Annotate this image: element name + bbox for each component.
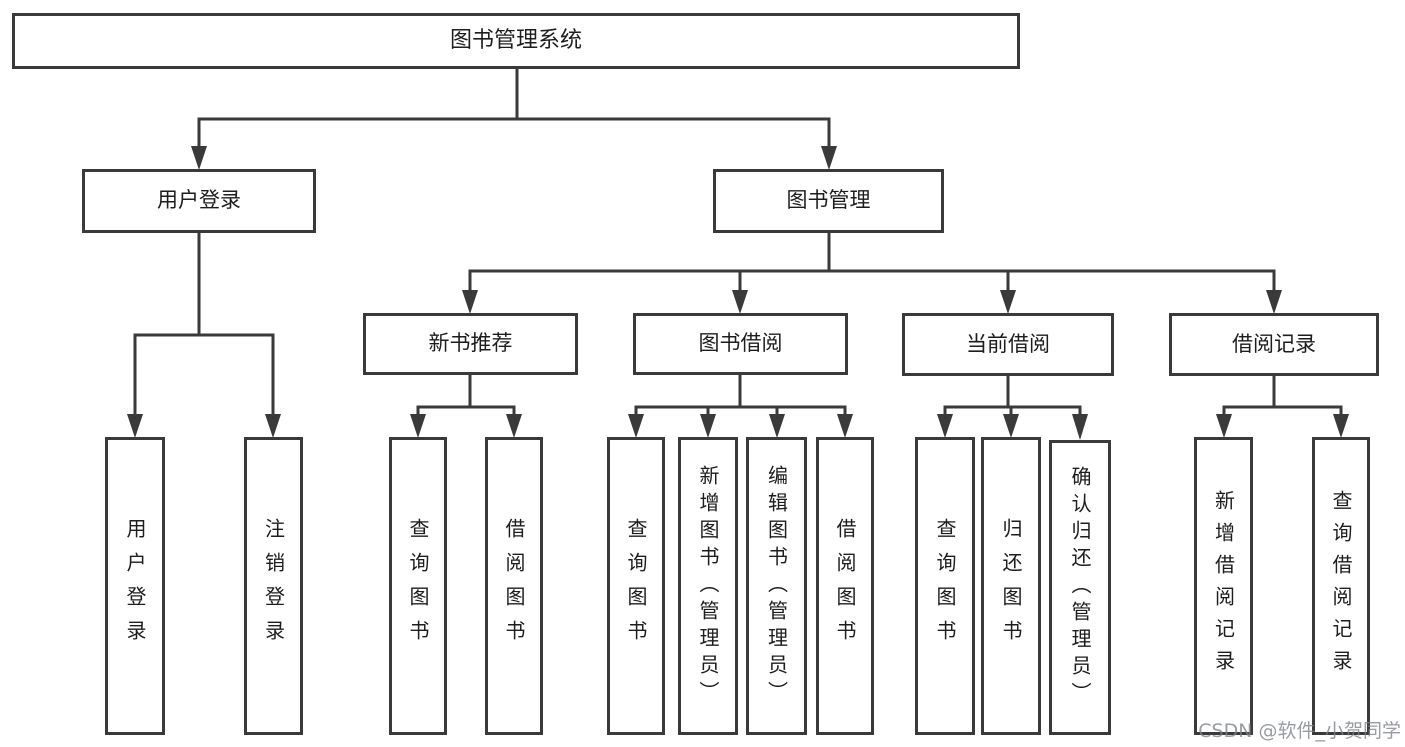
leaf-add-borrow-record: 新增借阅记录: [1194, 437, 1253, 735]
leaf-query-books-recommend: 查询图书: [389, 437, 447, 735]
arrowhead: [1216, 414, 1232, 438]
connector-current-borrowing-to-leaves: [937, 376, 1088, 440]
node-label: 图书借阅: [698, 331, 783, 356]
node-label: 图书管理: [786, 188, 871, 213]
arrowhead: [127, 414, 143, 438]
arrowhead: [191, 146, 207, 170]
node-library-management-system: 图书管理系统: [12, 13, 1020, 69]
leaf-add-books-admin: 新增图书（管理员）: [678, 437, 738, 735]
node-label: 查询图书: [933, 518, 957, 654]
arrowhead: [1000, 290, 1016, 314]
arrowhead: [1266, 290, 1282, 314]
arrowhead: [1333, 414, 1349, 438]
node-label: 用户登录: [123, 518, 147, 654]
arrowhead: [700, 414, 716, 438]
connector-book-management-to-level3: [462, 233, 1282, 314]
node-label: 当前借阅: [966, 331, 1050, 356]
arrowhead: [769, 414, 785, 438]
arrowhead: [732, 290, 748, 314]
arrowhead: [628, 414, 644, 438]
connector-borrowing-records-to-leaves: [1216, 376, 1349, 438]
node-label: 查询借阅记录: [1329, 490, 1353, 682]
node-label: 借阅记录: [1232, 331, 1316, 356]
leaf-edit-books-admin: 编辑图书（管理员）: [746, 437, 807, 735]
node-label: 新增图书（管理员）: [696, 464, 720, 708]
arrowhead: [506, 414, 522, 438]
arrowhead: [937, 414, 953, 438]
connector-book-borrowing-to-leaves: [628, 375, 853, 438]
leaf-user-login: 用户登录: [105, 437, 165, 735]
node-label: 注销登录: [261, 518, 286, 654]
csdn-watermark: CSDN @软件_小贺同学: [1198, 720, 1401, 742]
leaf-query-borrow-record: 查询借阅记录: [1312, 437, 1370, 735]
leaf-borrow-books: 借阅图书: [816, 437, 874, 735]
leaf-query-books-current: 查询图书: [915, 437, 975, 735]
arrowhead: [462, 290, 478, 314]
arrowhead: [265, 414, 281, 438]
node-label: 借阅图书: [502, 518, 526, 654]
leaf-logout: 注销登录: [244, 437, 303, 735]
node-current-borrowing: 当前借阅: [902, 313, 1114, 376]
node-label: 编辑图书（管理员）: [764, 464, 789, 708]
node-label: 新书推荐: [428, 331, 513, 356]
node-borrowing-records: 借阅记录: [1169, 313, 1379, 376]
arrowhead: [410, 414, 426, 438]
connector-user-login-to-leaves: [127, 233, 281, 438]
leaf-confirm-return-admin: 确认归还（管理员）: [1049, 440, 1111, 735]
arrowhead: [837, 414, 853, 438]
leaf-query-books-borrowing: 查询图书: [607, 437, 665, 735]
arrowhead: [821, 146, 837, 170]
node-label: 查询图书: [406, 518, 430, 654]
node-label: 新增借阅记录: [1211, 490, 1236, 682]
connector-new-book-recommend-to-leaves: [410, 375, 522, 438]
node-label: 借阅图书: [833, 518, 857, 654]
node-label: 查询图书: [624, 518, 648, 654]
leaf-borrow-books-recommend: 借阅图书: [485, 437, 543, 735]
node-label: 确认归还（管理员）: [1068, 466, 1092, 709]
node-label: 归还图书: [999, 518, 1023, 654]
leaf-return-books: 归还图书: [981, 437, 1041, 735]
node-user-login: 用户登录: [82, 169, 316, 233]
arrowhead: [1072, 414, 1088, 440]
node-book-borrowing: 图书借阅: [633, 313, 848, 375]
node-label: 用户登录: [157, 188, 241, 213]
arrowhead: [1003, 414, 1019, 438]
node-label: 图书管理系统: [449, 27, 582, 53]
node-new-book-recommend: 新书推荐: [363, 313, 578, 375]
node-book-management: 图书管理: [713, 169, 944, 233]
connector-root-to-level2: [191, 69, 837, 170]
